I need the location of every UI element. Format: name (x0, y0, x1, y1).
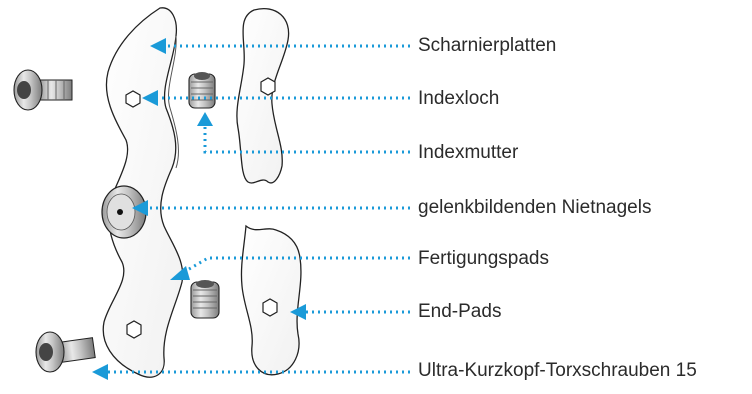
torx-screw-upper (14, 70, 72, 110)
hex-hole-left-lower (127, 321, 141, 338)
hex-hole-left-upper (126, 91, 140, 107)
index-nut-upper (189, 72, 215, 108)
label-manufacturing-pads: Fertigungspads (418, 249, 549, 268)
torx-screw-lower (36, 332, 95, 372)
label-index-nut: Indexmutter (418, 143, 518, 162)
label-hinge-plates: Scharnierplatten (418, 36, 556, 55)
hex-hole-right-lower (263, 299, 277, 316)
hex-hole-right-upper (261, 78, 275, 95)
index-nut-lower (191, 280, 219, 318)
rivet (102, 186, 146, 238)
label-torx-screws: Ultra-Kurzkopf-Torxschrauben 15 (418, 361, 697, 380)
label-index-hole: Indexloch (418, 89, 499, 108)
label-rivet: gelenkbildenden Nietnagels (418, 198, 651, 217)
label-end-pads: End-Pads (418, 302, 501, 321)
right-upper-hinge-plate (237, 9, 289, 183)
